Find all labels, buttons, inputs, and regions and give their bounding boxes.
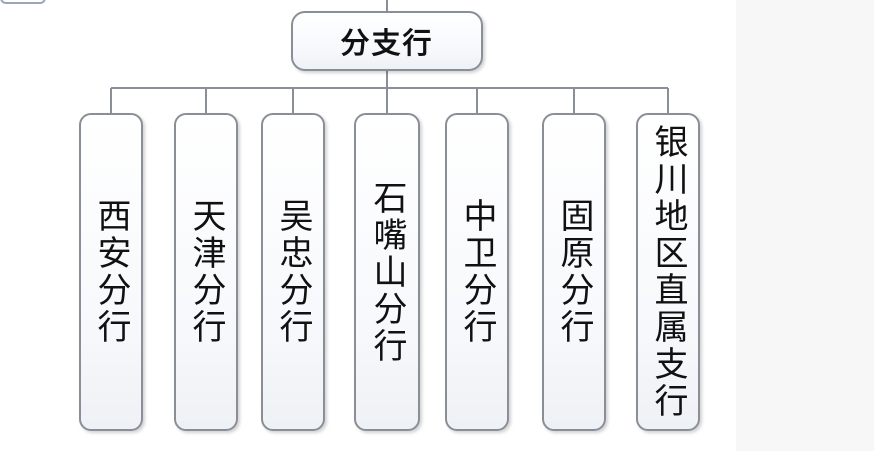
child-node-label: 石嘴山分行: [367, 179, 407, 365]
child-node-label: 中卫分行: [457, 198, 497, 346]
child-node-label: 西安分行: [91, 198, 131, 346]
root-node-box: 分支行: [291, 11, 483, 71]
child-node-label: 天津分行: [186, 198, 226, 346]
child-node-zhongwei: 中卫分行: [445, 113, 509, 431]
child-node-shizuishan: 石嘴山分行: [354, 113, 420, 431]
child-node-xian: 西安分行: [79, 113, 143, 431]
child-node-label: 固原分行: [554, 198, 594, 346]
root-node-label: 分支行: [340, 26, 434, 60]
child-node-label: 吴忠分行: [273, 198, 313, 346]
child-node-wuzhong: 吴忠分行: [261, 113, 325, 431]
background-strip: [736, 0, 874, 451]
child-node-label: 银川地区直属支行: [648, 124, 688, 420]
child-node-guyuan: 固原分行: [542, 113, 606, 431]
child-node-yinchuan: 银川地区直属支行: [636, 113, 700, 431]
cropped-box-fragment: [0, 0, 46, 4]
child-node-tianjin: 天津分行: [174, 113, 238, 431]
